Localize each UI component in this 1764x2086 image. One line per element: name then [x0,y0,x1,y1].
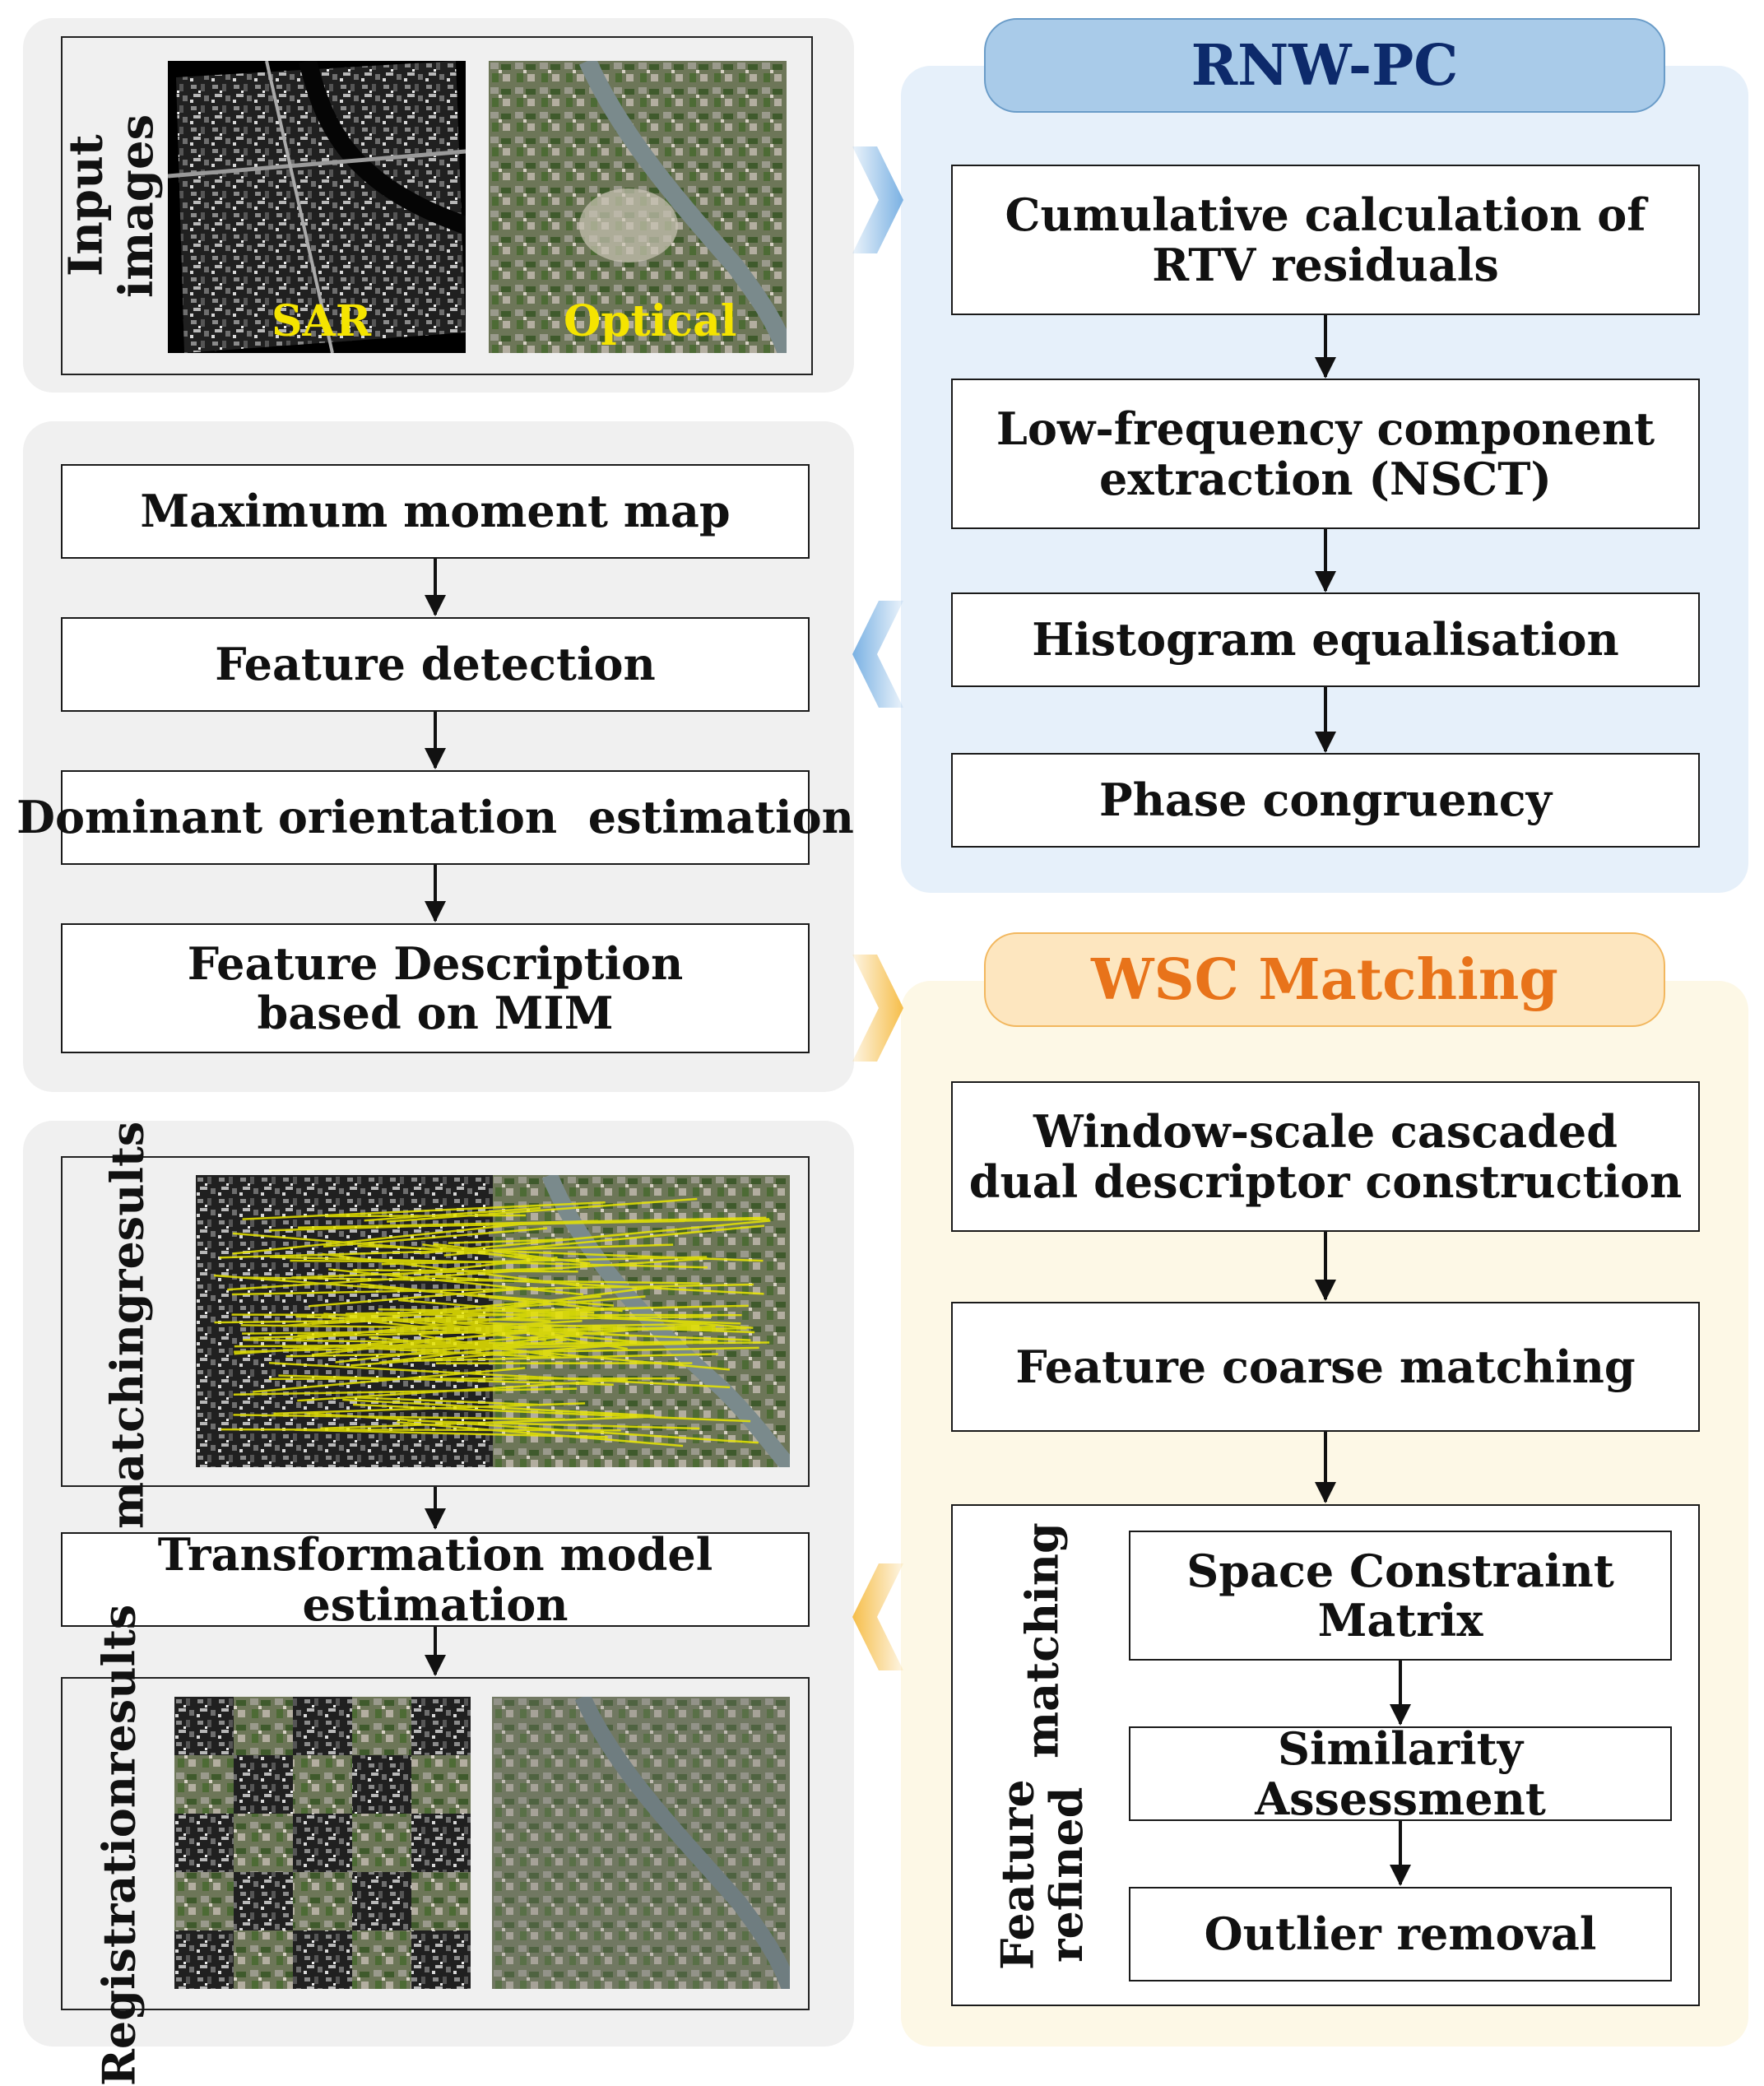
dominant-orientation-label: Dominant orientation estimation [16,792,854,842]
checker-tile [352,1755,412,1814]
registered-optical-image [492,1697,790,1989]
outlier-removal-box: Outlier removal [1129,1887,1672,1981]
checker-tile [174,1872,234,1931]
wsc-title: WSC Matching [984,932,1665,1027]
nsct-line1: Low-frequency component [996,404,1655,453]
arrow-left-2 [434,712,437,768]
feature-detection-box: Feature detection [61,617,810,712]
arrow-wsc-1 [1324,1232,1327,1299]
outlier-removal-label: Outlier removal [1205,1909,1597,1958]
space-constraint-box: Space Constraint Matrix [1129,1531,1672,1661]
optical-label: Optical [564,296,737,346]
checker-tile [411,1930,471,1989]
arrow-rnw-1 [1324,315,1327,377]
match-line [269,1378,680,1379]
checker-tile [293,1814,353,1873]
checker-tile [411,1755,471,1814]
arrow-rnw-3 [1324,687,1327,751]
checker-tile [174,1755,234,1814]
checker-tile [293,1872,353,1931]
arrow-wsc-3 [1399,1661,1402,1724]
coarse-matching-label: Feature coarse matching [1015,1342,1635,1391]
refined-matching-title: Feature refined matching [981,1522,1104,1991]
arrow-rnw-2 [1324,529,1327,591]
matching-results-title: matching results [74,1185,181,1465]
matching-results-image [196,1175,790,1467]
coarse-matching-box: Feature coarse matching [951,1302,1700,1432]
space-constraint-line2: Matrix [1318,1596,1483,1645]
input-images-title: Input images [71,49,153,362]
checker-tile [411,1872,471,1931]
rtv-residuals-box: Cumulative calculation of RTV residuals [951,165,1700,315]
registration-results-line1: Registration [95,1776,143,2086]
maximum-moment-map-label: Maximum moment map [140,486,730,536]
chevron-orange-right-icon [852,955,903,1062]
checker-tile [293,1697,353,1756]
checker-tile [411,1697,471,1756]
rtv-residuals-line2: RTV residuals [1152,240,1498,290]
transformation-box: Transformation model estimation [61,1532,810,1627]
matching-results-line2: results [103,1121,151,1292]
space-constraint-line1: Space Constraint [1186,1546,1614,1596]
arrow-left-3 [434,865,437,921]
arrow-left-4 [434,1487,437,1528]
checker-tile [234,1814,294,1873]
match-line [353,1271,578,1272]
feature-detection-label: Feature detection [215,639,656,689]
transformation-label: Transformation model estimation [63,1530,808,1629]
similarity-assessment-label: Similarity Assessment [1130,1724,1670,1824]
checker-tile [174,1930,234,1989]
registration-results-line2: results [95,1605,143,1776]
checker-tile [352,1930,412,1989]
chevron-orange-left-icon [852,1563,903,1670]
arrow-wsc-4 [1399,1821,1402,1884]
maximum-moment-map-box: Maximum moment map [61,464,810,559]
checker-tile [293,1930,353,1989]
descriptor-construction-line2: dual descriptor construction [969,1157,1682,1206]
nsct-box: Low-frequency component extraction (NSCT… [951,379,1700,529]
feature-description-box: Feature Description based on MIM [61,923,810,1053]
chevron-blue-left-icon [852,601,903,708]
similarity-assessment-box: Similarity Assessment [1129,1726,1672,1821]
arrow-wsc-2 [1324,1432,1327,1502]
checkerboard-image [174,1697,471,1989]
phase-congruency-label: Phase congruency [1099,775,1552,825]
checker-tile [411,1814,471,1873]
arrow-left-1 [434,559,437,615]
arrow-left-5 [434,1627,437,1675]
checker-tile [293,1755,353,1814]
checker-tile [234,1755,294,1814]
descriptor-construction-line1: Window-scale cascaded [1033,1107,1618,1156]
phase-congruency-box: Phase congruency [951,753,1700,848]
nsct-line2: extraction (NSCT) [1099,454,1552,504]
histogram-equalisation-box: Histogram equalisation [951,592,1700,687]
dominant-orientation-box: Dominant orientation estimation [61,770,810,865]
checker-tile [352,1697,412,1756]
checker-tile [174,1697,234,1756]
checker-tile [234,1930,294,1989]
feature-description-line2: based on MIM [258,988,614,1038]
refined-matching-line2: matching [1018,1522,1066,1758]
refined-matching-line1: Feature refined [994,1758,1092,1991]
registration-results-title: Registration results [66,1695,173,1995]
checker-tile [352,1872,412,1931]
chevron-blue-right-icon [852,146,903,253]
histogram-equalisation-label: Histogram equalisation [1032,615,1619,664]
descriptor-construction-box: Window-scale cascaded dual descriptor co… [951,1081,1700,1232]
rtv-residuals-line1: Cumulative calculation of [1005,190,1646,239]
rnw-pc-title: RNW-PC [984,18,1665,113]
matching-results-line1: matching [103,1293,151,1529]
checker-tile [174,1814,234,1873]
checker-tile [234,1872,294,1931]
sar-label: SAR [272,296,371,346]
checker-tile [234,1697,294,1756]
checker-tile [352,1814,412,1873]
feature-description-line1: Feature Description [188,939,683,988]
